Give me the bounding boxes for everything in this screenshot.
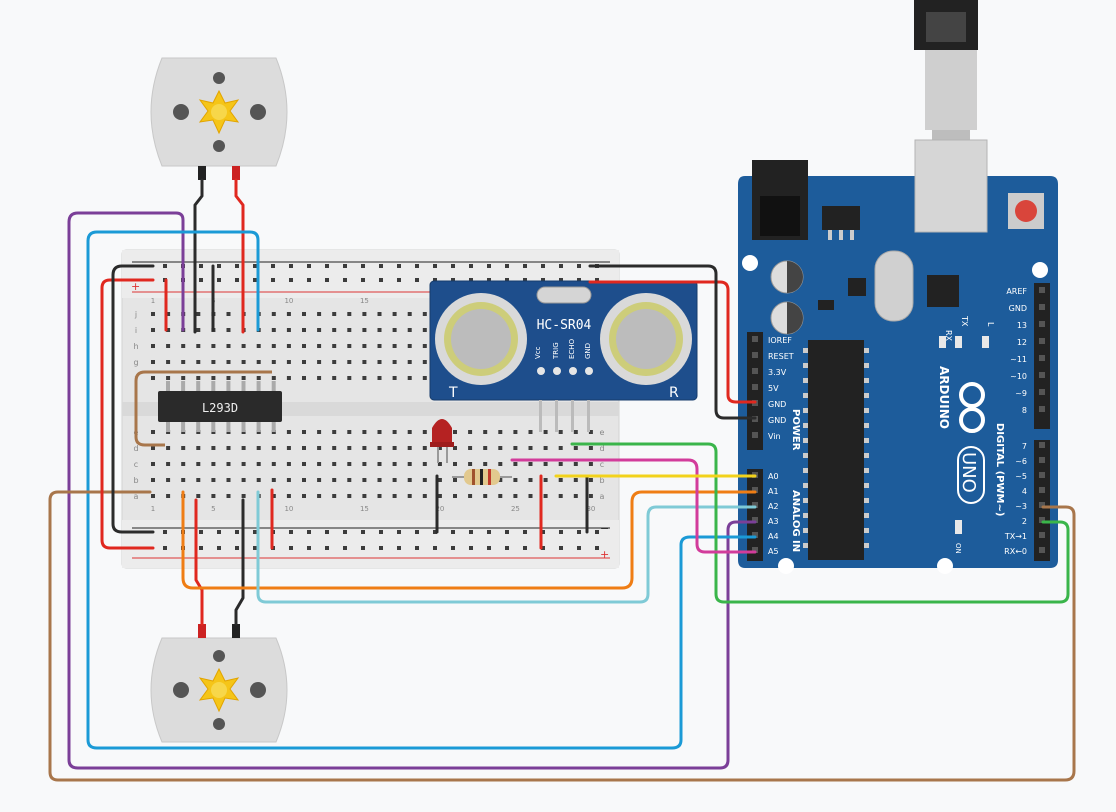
power-pin-label: 3.3V [768,368,787,377]
row-letter: d [133,444,138,453]
digital-pin-label: TX→1 [1004,532,1027,541]
row-letter: i [135,326,137,335]
column-number: 1 [151,505,155,513]
arduino-brand: ARDUINO [937,366,951,429]
ic-label: L293D [202,401,238,415]
column-number: 5 [211,505,215,513]
digital-pin-label: ~10 [1010,372,1027,381]
sensor-t-label: T [448,385,458,401]
analog-pin-label: A5 [768,547,779,556]
led-label-tx: TX [960,315,969,327]
digital-pin-label: 7 [1022,442,1027,451]
gear-icon [198,89,240,135]
power-pin-label: GND [768,416,786,425]
power-title: POWER [790,409,801,451]
reset-button[interactable] [1015,200,1037,222]
row-letter: c [600,460,604,469]
l293d-chip[interactable]: L293D [158,381,282,432]
row-letter: c [134,460,138,469]
row-letter: a [600,492,605,501]
sensor-label: HC-SR04 [537,318,592,333]
breadboard-holes: 115510101515202025253030jihgfeeddccbbaa [133,264,605,550]
dc-motor-top[interactable] [150,57,288,180]
digital-pin-label: 2 [1022,517,1027,526]
row-letter: h [133,342,138,351]
digital-pin-label: ~6 [1015,457,1027,466]
rail-plus-bottom: + [600,548,609,561]
digital-pin-label: GND [1009,304,1027,313]
power-pin-label: 5V [768,384,779,393]
digital-pin-label: ~9 [1015,389,1027,398]
row-letter: b [599,476,604,485]
row-letter: b [133,476,138,485]
analog-title: ANALOG IN [790,490,801,552]
arduino-logo-icon [959,382,985,433]
dc-motor-bottom[interactable] [150,624,288,743]
row-letter: d [599,444,604,453]
digital-pin-label: 13 [1017,321,1027,330]
arduino-uno[interactable]: RX TX L ON ARDUINO UNO IOREF RESET 3.3V 5V G… [738,0,1058,574]
row-letter: a [134,492,139,501]
digital-pin-label: ~5 [1015,472,1027,481]
digital-pin-label: 8 [1022,406,1027,415]
pin-vcc: Vcc [534,346,542,359]
row-letter: e [600,428,605,437]
led-label-rx: RX [944,330,953,342]
analog-pin-label: A4 [768,532,779,541]
column-number: 20 [435,505,444,513]
digital-pin-label: RX←0 [1004,547,1027,556]
digital-pin-label: ~11 [1010,355,1027,364]
resistor[interactable] [452,469,512,485]
rail-plus-top: + [131,280,140,293]
power-pin-label: IOREF [768,336,792,345]
pin-trig: TRIG [552,342,560,360]
hc-sr04-sensor[interactable]: HC-SR04 T R Vcc TRIG ECHO GND [429,280,698,432]
row-letter: g [133,358,138,367]
digital-pin-label: AREF [1006,287,1027,296]
column-number: 30 [586,505,595,513]
digital-title: DIGITAL (PWM~) [994,423,1005,516]
analog-pin-label: A1 [768,487,779,496]
digital-pin-label: ~3 [1015,502,1027,511]
on-label: ON [954,543,962,554]
pin-gnd: GND [584,343,592,359]
digital-pin-label: 4 [1022,487,1027,496]
column-number: 15 [360,505,369,513]
column-number: 15 [360,297,369,305]
column-number: 10 [284,297,293,305]
rail-minus-bottom: − [600,522,609,535]
power-pin-label: Vin [768,432,781,441]
led-label-l: L [986,322,995,327]
column-number: 25 [511,505,520,513]
arduino-model: UNO [958,452,979,493]
row-letter: j [134,310,137,319]
column-number: 10 [284,505,293,513]
wires [48,178,1076,782]
gear-icon [198,667,240,713]
sensor-r-label: R [669,385,679,401]
analog-pin-label: A3 [768,517,779,526]
pin-echo: ECHO [568,338,576,359]
power-pin-label: GND [768,400,786,409]
analog-pin-label: A2 [768,502,779,511]
column-number: 1 [151,297,155,305]
digital-pin-label: 12 [1017,338,1027,347]
power-pin-label: RESET [768,352,794,361]
analog-pin-label: A0 [768,472,779,481]
red-led[interactable] [430,419,454,463]
